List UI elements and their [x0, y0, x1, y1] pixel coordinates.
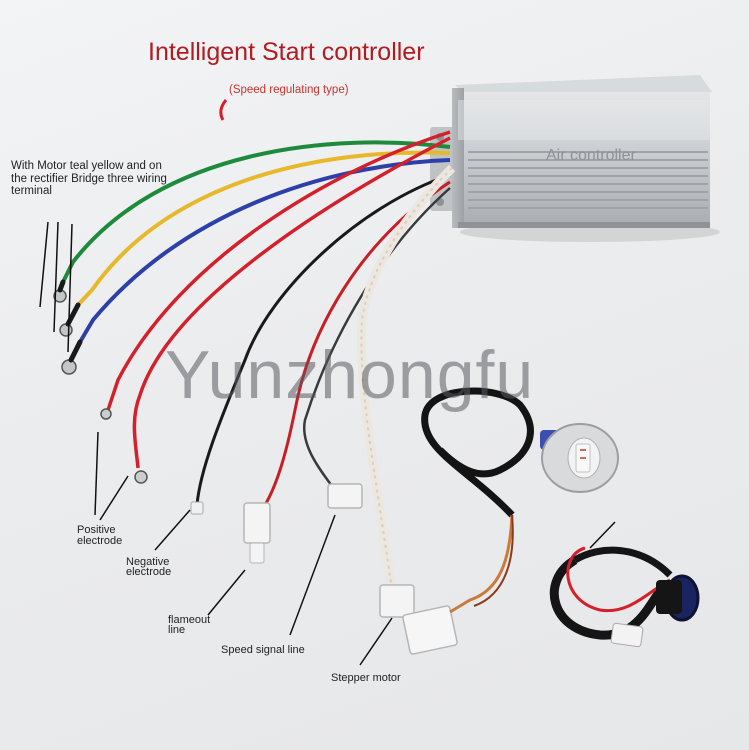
controller-label: Air controller — [546, 147, 636, 164]
green-wire — [61, 140, 451, 283]
negative-electrode-label-1: Negative — [126, 556, 170, 568]
red-wire-signal — [260, 180, 451, 511]
black-wire-negative — [195, 173, 451, 506]
red-wire-positive — [106, 130, 451, 411]
watermark: Yunzhongfu — [165, 337, 535, 413]
annotation-lines — [39, 221, 616, 666]
ignition-harness — [549, 546, 700, 648]
grey-wire-speed — [302, 187, 451, 491]
motor-wiring-label: With Motor teal yellow and on the rectif… — [11, 160, 167, 197]
subtitle: (Speed regulating type) — [229, 84, 349, 96]
negative-electrode-label-2: electrode — [126, 566, 172, 578]
stepper-cable — [421, 387, 534, 518]
white-connector-flameout — [243, 502, 271, 544]
stepper-plug-lower — [402, 605, 458, 655]
page-title: Intelligent Start controller — [148, 38, 425, 66]
red-terminals — [100, 408, 148, 484]
flameout-line-label-1: flameout — [168, 614, 211, 626]
red-wire-flameout — [132, 136, 451, 469]
stepper-motor-label: Stepper motor — [331, 672, 401, 684]
stepper-motor — [540, 423, 619, 493]
speed-signal-line-label: Speed signal line — [221, 644, 305, 656]
flameout-line-label-2: line — [168, 624, 186, 636]
positive-electrode-label-2: electrode — [77, 535, 123, 547]
positive-electrode-label-1: Positive — [77, 524, 116, 536]
air-controller-box — [430, 75, 712, 228]
blue-wire — [78, 158, 451, 344]
stepper-plug-upper — [379, 584, 415, 618]
white-connector-speed — [327, 483, 363, 509]
